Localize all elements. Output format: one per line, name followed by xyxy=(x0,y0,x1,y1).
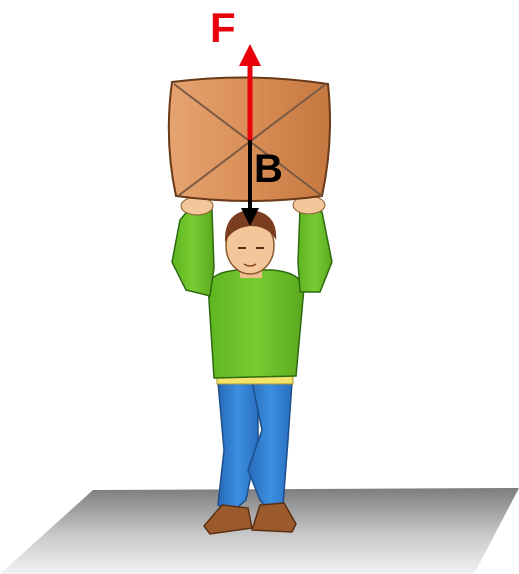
applied-force-label: F xyxy=(210,4,236,51)
applied-force-arrowhead xyxy=(239,44,261,66)
person-lifting-box xyxy=(172,196,332,534)
weight-label: B xyxy=(254,147,283,191)
right-arm xyxy=(298,208,332,292)
shirt-torso xyxy=(208,270,304,378)
left-arm xyxy=(172,208,214,296)
